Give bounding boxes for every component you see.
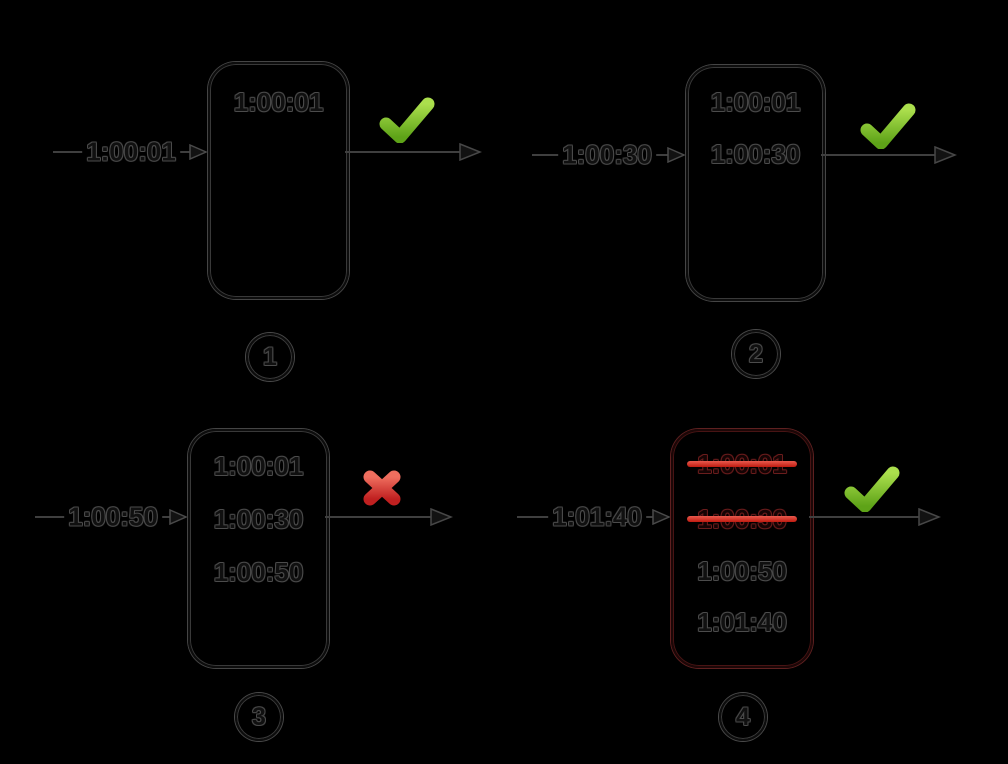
panel-step-3: 1:00:50 1:00:01 1:00:30 1:00:50 3: [0, 382, 504, 764]
step-number: 2: [749, 339, 763, 368]
panel-step-4: 1:01:40 1:00:01 1:00:30 1:00:50 1:01:40 …: [504, 382, 1008, 764]
check-icon: [844, 466, 900, 512]
response-arrow-line: [345, 151, 472, 153]
panel-step-1: 1:00:01 1:00:01 1: [0, 0, 504, 382]
log-entry: 1:00:30: [190, 503, 327, 535]
check-icon: [860, 103, 916, 149]
log-entry: 1:00:01: [673, 448, 811, 480]
log-entry: 1:00:01: [210, 86, 347, 118]
step-badge: 4: [719, 693, 767, 741]
log-entry: 1:00:50: [190, 556, 327, 588]
arrowhead-icon: [934, 146, 957, 164]
log-entry-time: 1:00:30: [213, 504, 304, 534]
check-icon: [379, 97, 435, 143]
arrowhead-icon: [459, 143, 482, 161]
log-box: 1:00:01: [208, 62, 349, 299]
step-badge: 3: [235, 693, 283, 741]
strikethrough-mark: [687, 516, 797, 522]
log-box: 1:00:01 1:00:30: [686, 65, 825, 301]
log-entry-time: 1:00:50: [213, 557, 304, 587]
response-arrow-line: [821, 154, 944, 156]
step-number: 3: [252, 702, 266, 731]
cross-icon: [363, 470, 401, 506]
arrowhead-icon: [189, 144, 208, 160]
log-entry: 1:00:01: [688, 86, 823, 118]
log-entry: 1:00:30: [688, 138, 823, 170]
arrowhead-icon: [918, 508, 941, 526]
log-entry-time: 1:00:01: [710, 87, 801, 117]
request-time-label: 1:00:01: [82, 136, 180, 168]
step-number: 4: [736, 702, 750, 731]
log-entry: 1:00:30: [673, 503, 811, 535]
log-entry-time: 1:00:50: [697, 556, 787, 586]
log-entry-time: 1:00:30: [710, 139, 801, 169]
arrowhead-icon: [667, 147, 686, 163]
log-entry: 1:01:40: [673, 606, 811, 638]
arrowhead-icon: [652, 509, 671, 525]
log-box-expired-entries: 1:00:01 1:00:30 1:00:50 1:01:40: [671, 429, 813, 668]
request-time-label: 1:00:50: [64, 501, 162, 533]
step-badge: 2: [732, 330, 780, 378]
panel-step-2: 1:00:30 1:00:01 1:00:30 2: [504, 0, 1008, 382]
request-time-label: 1:01:40: [548, 501, 646, 533]
arrowhead-icon: [169, 509, 188, 525]
response-arrow-line: [325, 516, 440, 518]
log-entry: 1:00:50: [673, 555, 811, 587]
log-entry: 1:00:01: [190, 450, 327, 482]
step-badge: 1: [246, 333, 294, 381]
log-entry-time: 1:01:40: [697, 607, 787, 637]
log-entry-time: 1:00:01: [233, 87, 324, 117]
strikethrough-mark: [687, 461, 797, 467]
arrowhead-icon: [430, 508, 453, 526]
request-time-label: 1:00:30: [558, 139, 656, 171]
response-arrow-line: [809, 516, 928, 518]
log-box: 1:00:01 1:00:30 1:00:50: [188, 429, 329, 668]
log-entry-time: 1:00:01: [213, 451, 304, 481]
step-number: 1: [263, 342, 277, 371]
